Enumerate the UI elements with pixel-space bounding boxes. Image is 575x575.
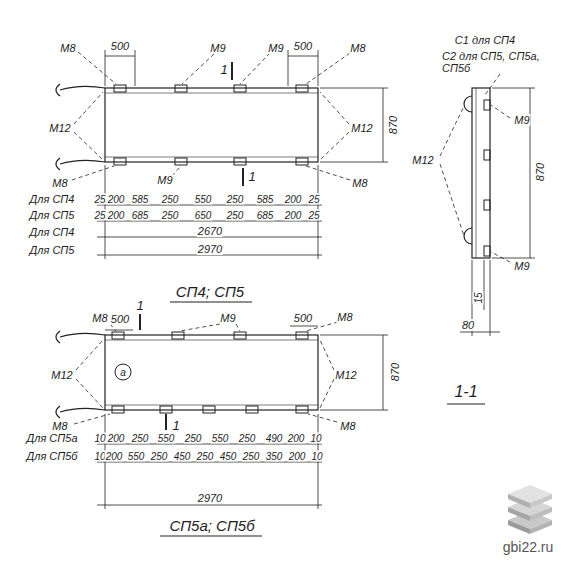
drawing-label: Для СП5 [29,209,76,221]
drawing-label: 450 [219,451,238,462]
drawing-label: М8 [91,312,108,324]
drawing-label: СП5а; СП5б [168,518,255,535]
drawing-label: 350 [265,451,284,462]
drawing-label: М8 [349,42,366,54]
drawing-label: Для СП5б [25,450,78,462]
drawing-label: 200 [288,451,307,462]
drawing-label: 500 [293,40,313,52]
drawing-label: а [119,367,127,378]
drawing-label: 650 [194,210,213,221]
drawing-label: 25 [307,194,320,205]
drawing-label: 10 [93,433,106,444]
drawing-label: 500 [293,312,313,324]
drawing-label: 200 [287,433,306,444]
drawing-label: Для СП5 [29,244,76,256]
dimension-value: 15 [473,291,484,304]
drawing-label: 250 [161,194,180,205]
drawing-label: 550 [194,194,213,205]
dimension-value: 870 [389,362,401,382]
drawing-label: М12 [350,122,373,134]
drawing-label: М8 [336,311,353,323]
drawing-label: 1-1 [453,383,478,401]
drawing-label: 200 [107,433,126,444]
drawing-label: 80 [461,319,475,331]
drawing-label: М12 [50,369,73,381]
drawing-label: 10 [310,451,323,462]
drawing-label: М8 [339,420,356,432]
drawing-label: С1 для СП4 [454,34,516,46]
drawing-label: Для СП5а [25,432,78,444]
drawing-label: 500 [110,313,130,325]
drawing-label: 2970 [197,492,223,504]
drawing-label: 25 [307,210,320,221]
drawing-label: С2 для СП5, СП5а, СП5б [441,50,553,74]
drawing-label: 2670 [197,225,223,237]
drawing-label: М9 [513,114,530,126]
drawing-label: 250 [196,451,215,462]
drawing-label: М9 [219,312,236,324]
drawing-label: СП4; СП5 [175,284,245,301]
drawing-label: М12 [411,154,434,166]
drawing-label: 1 [135,299,144,313]
drawing-label: М8 [59,42,76,54]
drawing-label: М12 [48,122,71,134]
drawing-label: М9 [156,174,173,186]
drawing-label: 200 [284,210,303,221]
drawing-label: 685 [256,210,275,221]
drawing-label: 250 [150,451,169,462]
drawing-label: 490 [265,433,284,444]
drawing-label: Для СП4 [29,193,76,205]
drawing-label: 550 [211,433,230,444]
dimension-value: 870 [534,162,546,182]
drawing-label: 1 [247,170,256,184]
drawing-label: 500 [110,40,130,52]
drawing-label: М12 [334,369,357,381]
drawing-label: 10 [309,433,322,444]
drawing-label: М8 [51,420,68,432]
drawing-label: М8 [351,177,368,189]
dimension-value: 870 [387,115,399,135]
drawing-label: gbi22.ru [502,540,555,555]
drawing-label: 250 [226,210,245,221]
drawing-label: 200 [105,451,124,462]
drawing-label: 585 [131,194,150,205]
drawing-label: 685 [131,210,150,221]
drawing-label: 25 [93,194,106,205]
drawing-label: 250 [131,433,150,444]
drawing-label: 250 [226,194,245,205]
drawing-label: М9 [209,42,226,54]
drawing-label: 1 [171,419,180,433]
drawing-label: 2970 [197,243,223,255]
drawing-label: 200 [284,194,303,205]
drawing-label: 200 [107,194,126,205]
drawing-label: М9 [267,42,284,54]
drawing-label: М9 [513,260,530,272]
drawing-label: М8 [51,177,68,189]
drawing-label: 550 [127,451,146,462]
drawing-label: 250 [184,433,203,444]
drawing-label: 1 [219,63,228,77]
drawing-label: 200 [107,210,126,221]
drawing-label: 250 [242,451,261,462]
drawing-label: Для СП4 [29,226,76,238]
drawing-label: 450 [173,451,192,462]
drawing-label: 585 [256,194,275,205]
drawing-label: 250 [238,433,257,444]
drawing-label: 250 [161,210,180,221]
drawing-label: 550 [157,433,176,444]
drawing-label: 25 [93,210,106,221]
